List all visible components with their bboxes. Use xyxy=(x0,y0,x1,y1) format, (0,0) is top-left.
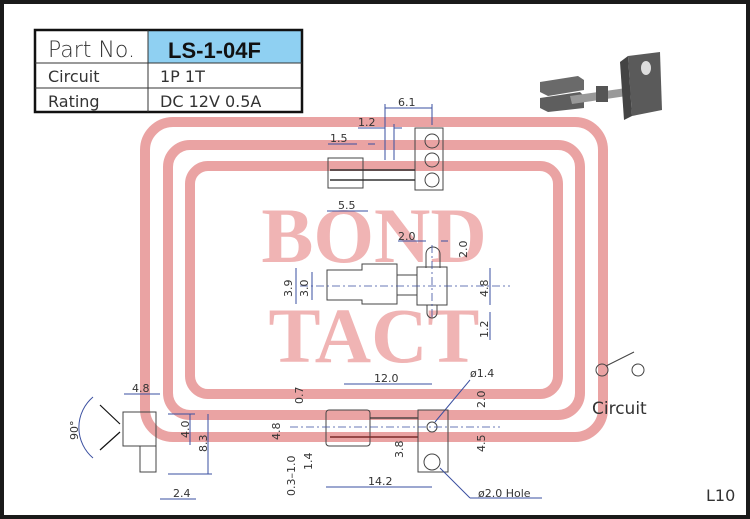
dim-5-5: 5.5 xyxy=(338,199,356,212)
rating-value: DC 12V 0.5A xyxy=(160,92,261,111)
dim-3-8: 3.8 xyxy=(393,441,406,459)
spec-table: Part No. LS-1-04F Circuit 1P 1T Rating D… xyxy=(33,28,304,114)
dim-1-2-side: 1.2 xyxy=(478,321,491,339)
circuit-value: 1P 1T xyxy=(160,67,205,86)
dim-1-2-top: 1.2 xyxy=(358,116,376,129)
circuit-caption: Circuit xyxy=(592,399,647,419)
dim-14-2: 14.2 xyxy=(368,475,393,488)
end-view: 4.8 90° 4.0 8.3 2.4 xyxy=(68,382,212,500)
dim-dia-1-4: ø1.4 xyxy=(470,367,494,380)
part-no-value: LS-1-04F xyxy=(168,38,261,63)
dim-4-8-side: 4.8 xyxy=(478,280,491,298)
dim-4-5: 4.5 xyxy=(475,435,488,453)
rating-label: Rating xyxy=(48,92,100,111)
dim-4-8-front: 4.8 xyxy=(270,423,283,441)
circuit-label: Circuit xyxy=(48,67,100,86)
top-view: 6.1 1.2 1.5 5.5 xyxy=(327,96,444,212)
dim-4-8-end: 4.8 xyxy=(132,382,150,395)
side-view: 2.0 2.0 3.9 3.0 4.8 1.2 xyxy=(282,230,510,340)
dim-12-0: 12.0 xyxy=(374,372,399,385)
watermark-tact: TACT xyxy=(269,292,480,379)
front-view: 12.0 ø1.4 2.0 0.7 4.8 0.3–1.0 1.4 3.8 4.… xyxy=(270,367,542,500)
dim-3-0: 3.0 xyxy=(298,280,311,298)
dim-1-5: 1.5 xyxy=(330,132,348,145)
watermark-bond: BOND xyxy=(261,192,486,279)
dim-2-0-front: 2.0 xyxy=(475,391,488,409)
page-code: L10 xyxy=(706,486,735,505)
dim-2-0-vertical: 2.0 xyxy=(457,241,470,259)
dim-4-0: 4.0 xyxy=(179,421,192,439)
circuit-symbol: Circuit xyxy=(592,351,647,419)
dim-2-4: 2.4 xyxy=(173,487,191,500)
dim-8-3: 8.3 xyxy=(197,435,210,453)
dim-6-1: 6.1 xyxy=(398,96,416,109)
dim-dia-2-0-hole: ø2.0 Hole xyxy=(478,487,531,500)
dim-angle-90: 90° xyxy=(68,421,81,441)
dim-2-0-horizontal: 2.0 xyxy=(398,230,416,243)
dim-0-7: 0.7 xyxy=(293,387,306,405)
product-3d-image xyxy=(540,52,662,120)
dim-0-3-1-0: 0.3–1.0 xyxy=(285,456,298,497)
part-no-label: Part No. xyxy=(48,38,135,63)
dim-3-9: 3.9 xyxy=(282,280,295,298)
dim-1-4: 1.4 xyxy=(302,453,315,471)
